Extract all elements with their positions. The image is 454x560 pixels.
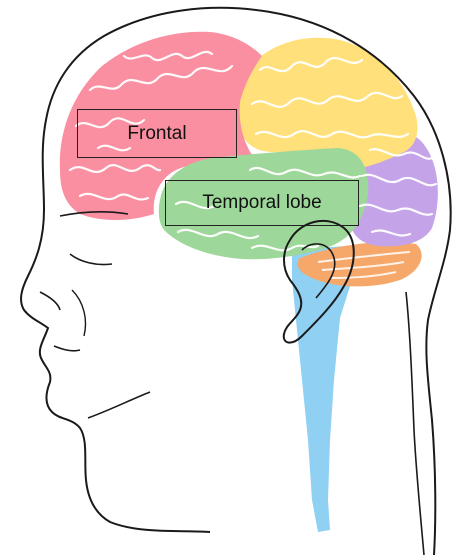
temporal-lobe-label-text: Temporal lobe: [202, 192, 321, 214]
cheek-line: [72, 290, 86, 336]
nose-line: [40, 292, 60, 310]
eye-line: [70, 254, 112, 265]
jaw-line: [88, 392, 150, 418]
frontal-label-text: Frontal: [127, 123, 186, 145]
lip-line: [54, 346, 80, 351]
frontal-label: Frontal: [77, 109, 237, 158]
neck-line: [406, 292, 424, 555]
temporal-lobe-label: Temporal lobe: [165, 180, 359, 226]
